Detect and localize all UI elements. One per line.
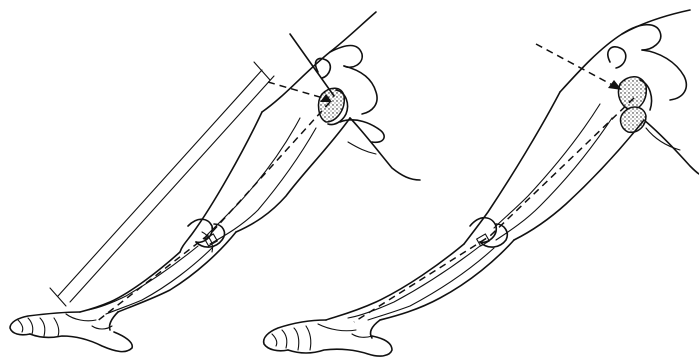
left-panel <box>10 12 420 352</box>
right-thigh <box>464 92 644 244</box>
left-foot <box>10 312 132 352</box>
right-hip-joint <box>618 77 651 133</box>
right-knee <box>470 218 507 247</box>
right-axis <box>354 44 634 322</box>
left-pointer <box>290 34 334 96</box>
right-foot <box>264 320 392 356</box>
left-measurement <box>50 62 274 306</box>
